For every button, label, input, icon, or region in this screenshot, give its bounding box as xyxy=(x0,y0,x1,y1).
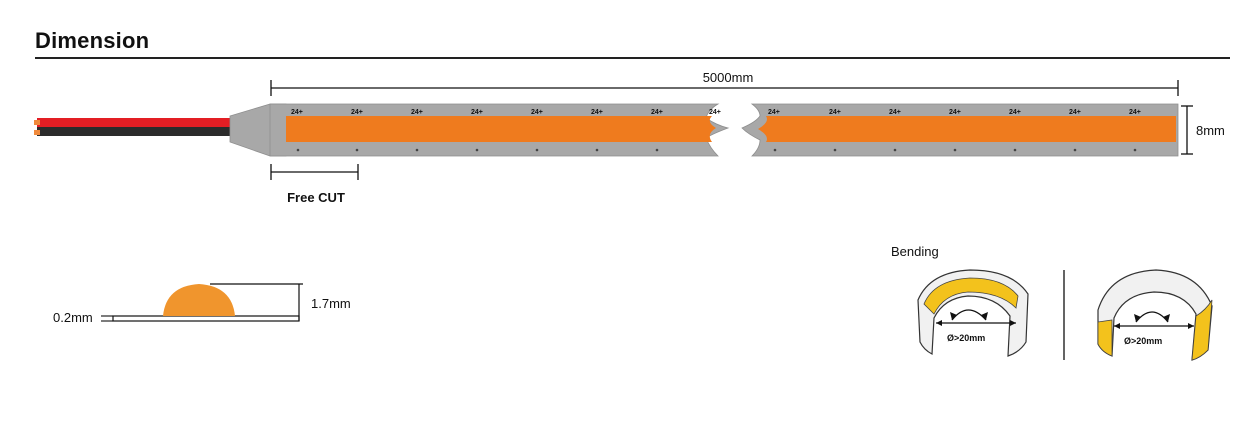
strip-marker: 24+ xyxy=(291,109,303,116)
length-dimension xyxy=(270,80,1179,96)
strip-marker: 24+ xyxy=(768,109,780,116)
power-wires xyxy=(34,118,233,136)
length-label: 5000mm xyxy=(703,70,754,85)
strip-marker: 24+ xyxy=(829,109,841,116)
strip-marker: 24+ xyxy=(889,109,901,116)
bend-illustration-right xyxy=(1097,269,1213,361)
bend-diameter-right: Ø>20mm xyxy=(1124,336,1162,346)
strip-marker: 24+ xyxy=(949,109,961,116)
strip-marker: 24+ xyxy=(591,109,603,116)
width-label: 8mm xyxy=(1196,123,1225,138)
strip-segment-right xyxy=(741,103,1179,157)
strip-marker: 24+ xyxy=(651,109,663,116)
section-title: Dimension xyxy=(35,28,150,53)
black-wire-tip xyxy=(34,130,40,135)
total-thickness-label: 1.7mm xyxy=(311,296,351,311)
red-wire xyxy=(37,118,233,127)
strip-marker: 24+ xyxy=(471,109,483,116)
title-divider xyxy=(35,57,1230,59)
width-dimension xyxy=(1181,105,1193,155)
pcb-thickness-label: 0.2mm xyxy=(53,310,93,325)
profile-section xyxy=(101,283,303,322)
strip-marker: 24+ xyxy=(709,109,721,116)
bend-diameter-left: Ø>20mm xyxy=(947,333,985,343)
led-dome xyxy=(163,284,235,316)
strip-segment-left xyxy=(269,103,730,157)
pcb-profile xyxy=(112,315,300,322)
bending-label: Bending xyxy=(891,244,939,259)
strip-marker: 24+ xyxy=(531,109,543,116)
bend-illustration-left xyxy=(917,269,1029,357)
cut-dimension xyxy=(270,164,359,180)
strip-marker: 24+ xyxy=(1129,109,1141,116)
strip-markers: 24+ 24+ 24+ 24+ 24+ 24+ 24+ 24+ 24+ 24+ … xyxy=(291,109,1141,116)
strip-marker: 24+ xyxy=(351,109,363,116)
strip-marker: 24+ xyxy=(1009,109,1021,116)
cut-label: Free CUT xyxy=(287,190,345,205)
cut-dots xyxy=(296,148,1137,152)
strip-marker: 24+ xyxy=(1069,109,1081,116)
black-wire xyxy=(37,127,233,136)
strip-marker: 24+ xyxy=(411,109,423,116)
red-wire-tip xyxy=(34,120,40,125)
